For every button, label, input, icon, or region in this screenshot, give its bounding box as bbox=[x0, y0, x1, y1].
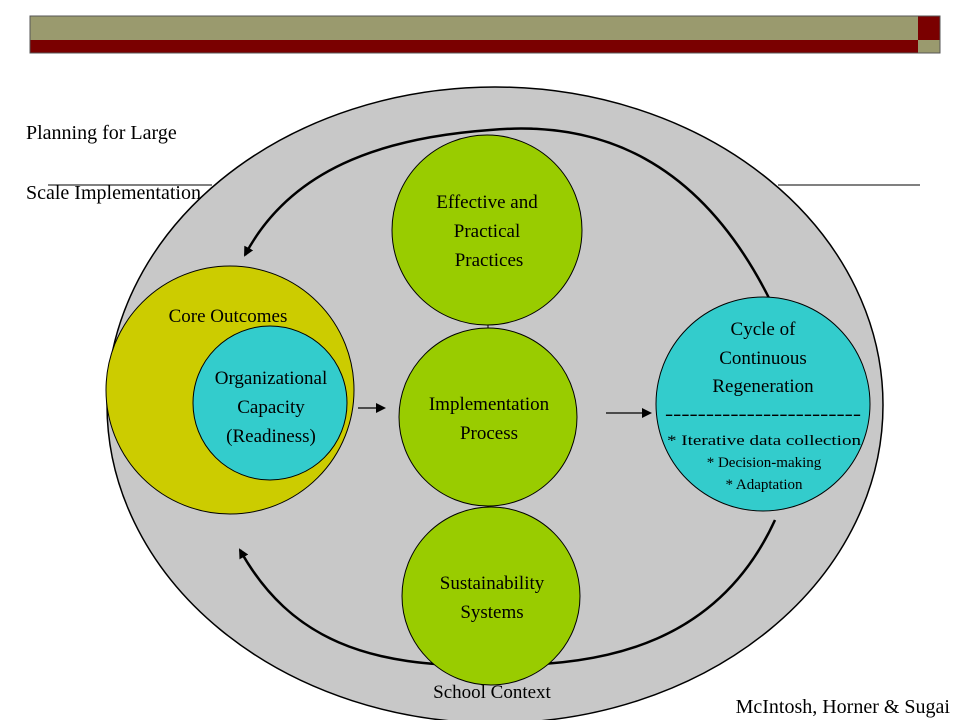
practices-label-line-2: Practical bbox=[454, 221, 520, 242]
sustainability-label-line-1: Sustainability bbox=[440, 573, 545, 594]
header-bar-outline bbox=[29, 15, 941, 54]
regeneration-item-1: * Iterative data collection bbox=[667, 433, 862, 449]
sustainability-label-line-2: Systems bbox=[460, 602, 523, 623]
organizational-capacity-circle bbox=[192, 325, 348, 481]
core-outcomes-label: Core Outcomes bbox=[169, 306, 288, 327]
header-bar-red-bottom bbox=[30, 40, 918, 53]
regeneration-label-line-1: Cycle of bbox=[731, 319, 797, 340]
regeneration-item-3: * Adaptation bbox=[725, 477, 803, 493]
practices-label-line-1: Effective and bbox=[436, 192, 538, 213]
capacity-label-line-2: Capacity bbox=[237, 397, 305, 418]
regeneration-label-line-3: Regeneration bbox=[712, 376, 814, 397]
regeneration-label-line-2: Continuous bbox=[719, 348, 807, 369]
page-title: Planning for Large Scale Implementation bbox=[26, 88, 201, 238]
practices-label-line-3: Practices bbox=[455, 250, 524, 271]
author-credit: McIntosh, Horner & Sugai bbox=[735, 696, 950, 718]
page-title-line-1: Planning for Large bbox=[26, 122, 177, 144]
capacity-label-line-3: (Readiness) bbox=[226, 426, 316, 447]
regeneration-item-2: * Decision-making bbox=[707, 455, 822, 471]
capacity-label-line-1: Organizational bbox=[215, 368, 328, 389]
header-bar-red-top bbox=[918, 16, 940, 40]
regeneration-circle bbox=[655, 296, 871, 512]
process-label-line-1: Implementation bbox=[429, 394, 550, 415]
header-bar-olive-bottom bbox=[918, 40, 940, 53]
school-context-label: School Context bbox=[433, 682, 551, 703]
process-label-line-2: Process bbox=[460, 423, 518, 444]
header-bar-olive-top bbox=[30, 16, 918, 40]
page-title-line-2: Scale Implementation bbox=[26, 182, 201, 204]
practices-circle bbox=[391, 134, 583, 326]
sustainability-circle bbox=[401, 506, 581, 686]
regeneration-divider: ------------------------ bbox=[665, 404, 861, 425]
implementation-process-circle bbox=[398, 327, 578, 507]
top-cycle-arrow bbox=[243, 127, 772, 301]
